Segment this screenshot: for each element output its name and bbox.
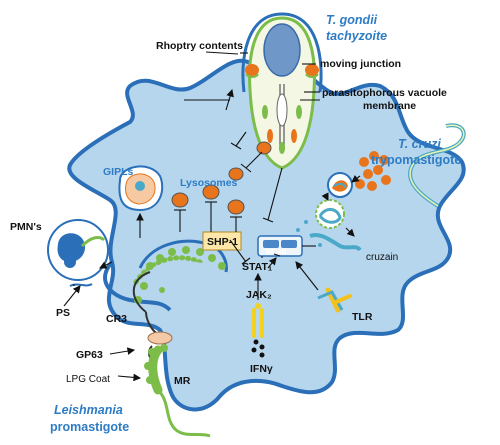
- label-lysosomes: Lysosomes: [180, 177, 238, 189]
- label-leishmania: Leishmania: [54, 403, 123, 417]
- label-cr3: CR3: [106, 313, 127, 325]
- label-rhoptry: Rhoptry contents: [156, 40, 243, 52]
- label-nfkb: NF-kB: [266, 249, 287, 256]
- label-cruzain: cruzain: [366, 252, 398, 263]
- label-jak2: JAK₂: [246, 289, 272, 301]
- macrophage-cell: [67, 58, 466, 412]
- label-trypomastigote: trypomastigote: [371, 153, 461, 167]
- signal-arrows: [63, 51, 361, 382]
- label-t-cruzi: T. cruzi: [398, 137, 441, 151]
- label-promastigote: promastigote: [50, 420, 129, 434]
- label-shp1: SHP-1: [207, 236, 238, 248]
- label-ps: PS: [56, 307, 70, 319]
- cell-lower-lobe: [103, 260, 172, 312]
- label-mr: MR: [174, 375, 191, 387]
- label-pv-membrane-1: parasitophorous vacuole: [322, 87, 447, 99]
- label-tachyzoite: tachyzoite: [326, 29, 387, 43]
- pmn-apoptotic-neutrophil: [47, 219, 109, 281]
- leishmania-promastigote: [144, 344, 211, 438]
- label-moving-junction: moving junction: [320, 58, 401, 70]
- ifn-gamma-receptor: [251, 303, 265, 358]
- t-gondii-tachyzoite: [241, 12, 323, 170]
- label-t-gondii: T. gondii: [326, 13, 378, 27]
- inhibition-lines: [174, 99, 283, 265]
- ps-membrane: [69, 283, 93, 287]
- gipls-phagosome: [118, 165, 164, 212]
- label-stat1: STAT₁: [242, 261, 272, 273]
- label-pmns: PMN's: [10, 221, 42, 233]
- lysosomes: [171, 141, 272, 215]
- label-gp63: GP63: [76, 349, 103, 361]
- label-tlr: TLR: [352, 311, 373, 323]
- tlr-receptor: [317, 287, 352, 313]
- label-pv-membrane-2: membrane: [363, 100, 416, 112]
- shp1-box: [202, 231, 242, 251]
- label-lpg-coat: LPG Coat: [66, 374, 110, 385]
- label-ifn-gamma: IFNγ: [250, 363, 273, 375]
- leishmania-uptake: [132, 239, 228, 361]
- nucleus: [257, 235, 303, 257]
- label-gipls: GIPLs: [103, 166, 134, 178]
- labels: T. gondii tachyzoite Rhoptry contents mo…: [10, 13, 461, 434]
